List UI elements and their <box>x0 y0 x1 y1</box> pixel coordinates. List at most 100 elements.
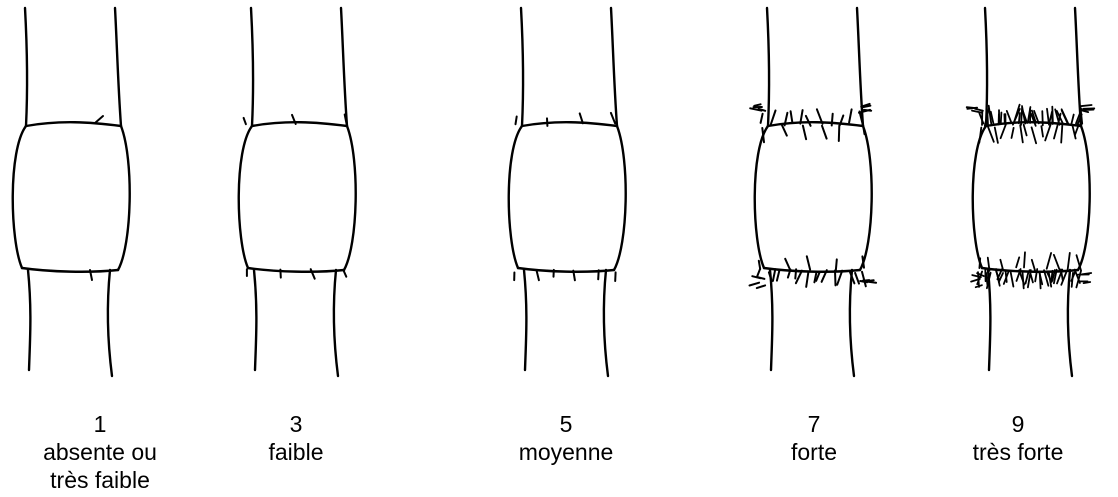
hair <box>839 126 840 142</box>
node-hairiness-drawings <box>0 0 1118 400</box>
hair <box>1042 111 1043 125</box>
hair <box>750 283 760 286</box>
node-drawing-3 <box>239 8 356 376</box>
upper-stem-left <box>251 8 253 126</box>
hair <box>598 270 599 279</box>
hair <box>1032 260 1035 271</box>
lower-stem-left <box>28 270 30 370</box>
hair <box>849 109 852 122</box>
stage-label-line: très faible <box>0 466 200 494</box>
lower-node-ring <box>22 268 118 272</box>
stage-number: 1 <box>0 410 200 438</box>
hair <box>806 272 808 287</box>
node-hairs <box>90 116 103 280</box>
hair <box>989 106 992 124</box>
hair <box>244 118 246 124</box>
hair <box>773 269 775 281</box>
hair <box>1041 126 1043 137</box>
hair <box>777 270 780 280</box>
caption-stage-1: 1 absente ou très faible <box>0 410 200 494</box>
hair <box>754 104 760 106</box>
lower-stem-right <box>604 270 608 376</box>
hair <box>1007 111 1012 123</box>
hair <box>986 273 987 285</box>
upper-stem-right <box>115 8 121 126</box>
hair <box>803 126 806 140</box>
hair <box>1061 125 1062 142</box>
hair <box>1026 273 1029 284</box>
hair <box>791 111 793 122</box>
stage-number: 7 <box>714 410 914 438</box>
hair <box>836 259 837 270</box>
node-hairs <box>514 113 615 281</box>
hair <box>1024 125 1027 136</box>
node-hairs <box>750 104 877 288</box>
hair <box>611 113 615 124</box>
node-body-right <box>118 126 130 270</box>
hair <box>1001 124 1006 138</box>
lower-stem-left <box>524 270 526 370</box>
hair <box>979 258 980 268</box>
hair <box>761 114 763 123</box>
node-body-left <box>509 126 522 268</box>
hair <box>1019 113 1020 123</box>
hair <box>967 108 977 109</box>
hair <box>1071 115 1074 125</box>
node-body-left <box>755 126 768 268</box>
hair <box>344 271 347 277</box>
hair <box>832 114 833 126</box>
upper-stem-left <box>25 8 27 126</box>
node-hairs <box>967 105 1095 289</box>
node-body-right <box>860 126 872 270</box>
stage-label-line: absente ou <box>0 438 200 466</box>
upper-node-ring <box>252 122 347 126</box>
stage-label-line: forte <box>714 438 914 466</box>
hair <box>1012 128 1014 138</box>
lower-stem-right <box>108 270 112 376</box>
node-body-left <box>239 126 252 268</box>
node-drawing-5 <box>509 8 626 376</box>
hair <box>864 110 871 111</box>
hair <box>1054 255 1060 270</box>
node-hairs <box>244 115 347 279</box>
hair <box>1054 124 1058 139</box>
hair <box>537 271 539 281</box>
hair <box>988 115 989 126</box>
hair <box>95 116 103 123</box>
hair <box>1045 125 1050 141</box>
hair <box>1068 253 1070 271</box>
stage-number: 9 <box>918 410 1118 438</box>
hair <box>757 269 760 277</box>
hair <box>975 109 983 111</box>
lower-node-ring <box>248 268 344 272</box>
lower-stem-left <box>254 270 256 370</box>
hair <box>1011 271 1014 286</box>
caption-stage-3: 3 faible <box>196 410 396 466</box>
hair <box>976 285 982 287</box>
hair <box>1052 112 1053 124</box>
lower-stem-right <box>850 270 854 376</box>
hair <box>1083 110 1094 111</box>
hair <box>988 127 994 142</box>
hair <box>1024 252 1025 267</box>
node-body-right <box>614 126 626 270</box>
upper-stem-left <box>985 8 987 126</box>
stage-number: 3 <box>196 410 396 438</box>
hair <box>995 128 998 143</box>
node-drawing-9 <box>967 8 1095 376</box>
node-body-left <box>13 126 26 268</box>
hair <box>785 259 790 269</box>
hair <box>795 269 796 278</box>
upper-stem-right <box>341 8 347 126</box>
hair <box>1016 257 1019 267</box>
hair <box>822 126 827 139</box>
stage-label-line: très forte <box>918 438 1118 466</box>
caption-stage-7: 7 forte <box>714 410 914 466</box>
hair <box>757 285 765 288</box>
hair <box>863 280 870 281</box>
upper-stem-right <box>611 8 617 126</box>
hair <box>1047 253 1051 269</box>
hair <box>771 111 776 126</box>
upper-node-ring <box>522 122 617 126</box>
upper-stem-left <box>767 8 769 126</box>
